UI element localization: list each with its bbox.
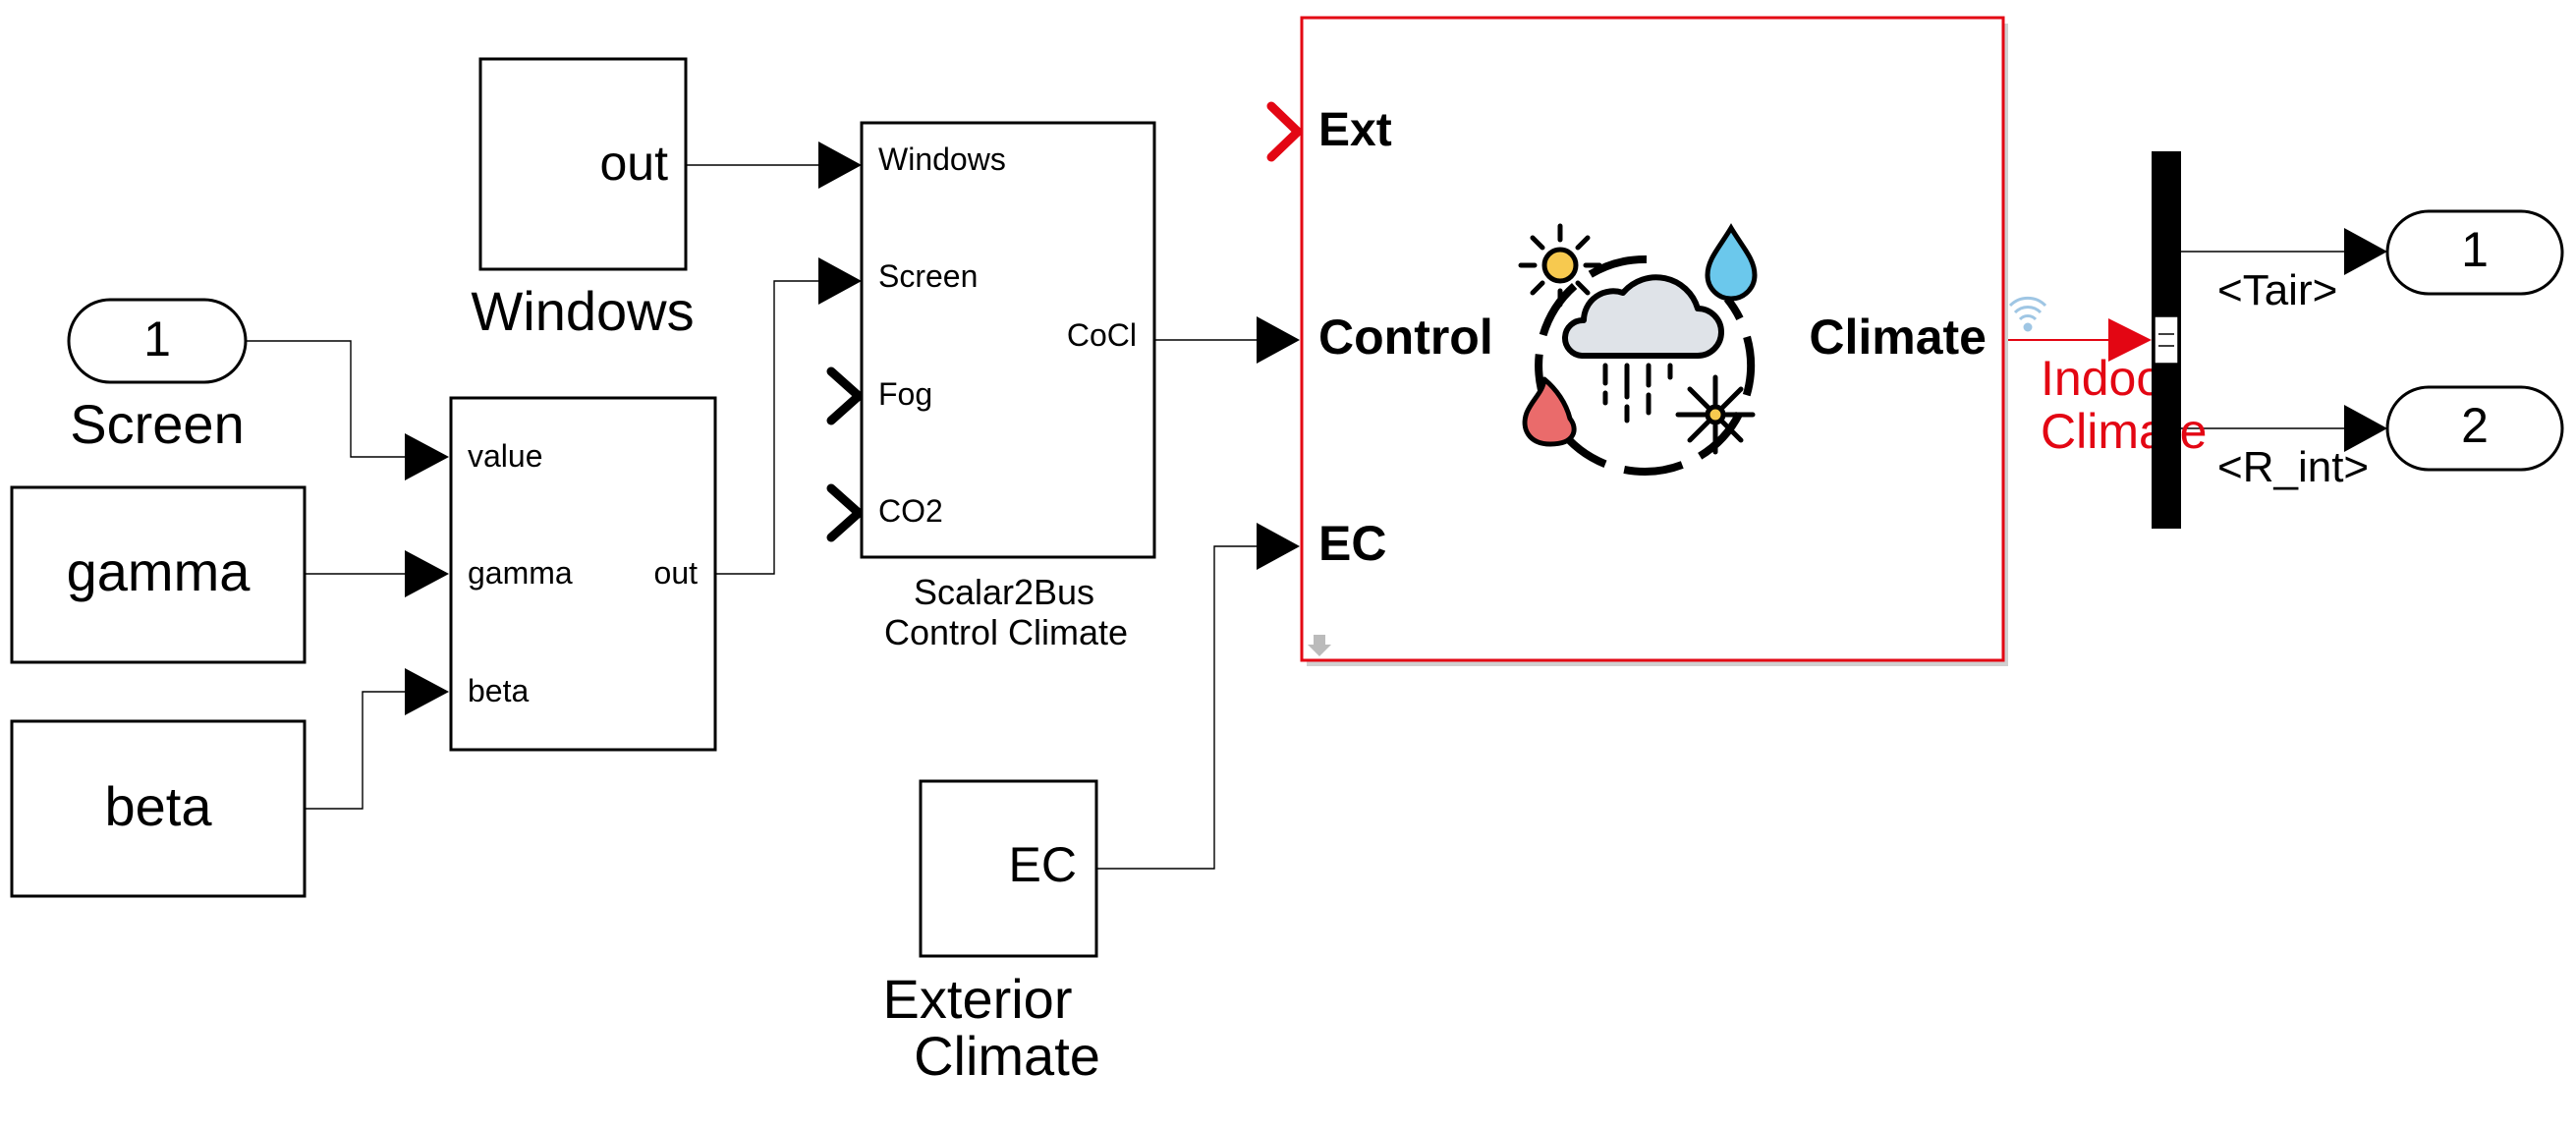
- rain-icon: [1602, 363, 1673, 423]
- scalar2bus-control-climate-block[interactable]: Windows Screen Fog CO2 CoCl Scalar2Bus C…: [860, 121, 1156, 652]
- unconnected-port-ext[interactable]: [1266, 101, 1303, 162]
- arrowhead-outport-1: [2344, 228, 2387, 275]
- port-label-ec: EC: [1318, 516, 1386, 571]
- windows-constant-block[interactable]: out Windows: [471, 57, 695, 342]
- port-arrowheads: [405, 101, 2387, 715]
- ring-arc: [1535, 254, 1756, 476]
- climate-weather-icon: [1518, 223, 1758, 476]
- outport-2-block[interactable]: 2: [2385, 385, 2564, 472]
- arrowhead-control-in: [1257, 316, 1300, 364]
- beta-constant-value: beta: [105, 775, 213, 837]
- port-label-climate: Climate: [1809, 310, 1987, 365]
- greenhouse-climate-model-block[interactable]: Ext Control EC Climate: [1300, 16, 2047, 666]
- scalar2bus-output-cocl: CoCl: [1067, 317, 1137, 353]
- exterior-climate-name-line2: Climate: [914, 1025, 1100, 1087]
- calc-input-value-label: value: [468, 438, 543, 474]
- screen-inport-number: 1: [143, 311, 171, 367]
- gamma-constant-block[interactable]: gamma: [10, 485, 307, 664]
- gamma-constant-frame: [10, 485, 307, 664]
- sun-icon: [1518, 223, 1602, 308]
- port-label-control: Control: [1318, 310, 1493, 365]
- windows-constant-frame: [478, 57, 688, 271]
- screen-inport-block[interactable]: 1 Screen: [67, 298, 248, 455]
- scalar2bus-name-line2: Control Climate: [884, 612, 1128, 652]
- beta-constant-frame: [10, 719, 307, 898]
- bus-selector-icon: [2154, 315, 2179, 365]
- scalar2bus-input-fog: Fog: [878, 376, 932, 412]
- snowflake-icon: [1675, 374, 1756, 455]
- exterior-climate-block[interactable]: EC Exterior Climate: [883, 779, 1100, 1087]
- outport-2-shape: [2385, 385, 2564, 472]
- scalar2bus-input-screen: Screen: [878, 258, 978, 294]
- arrowhead-windows-in: [818, 141, 862, 189]
- signal-label-r-int: <R_int>: [2217, 443, 2369, 491]
- arrowhead-screen-in: [818, 257, 862, 305]
- scalar2bus-input-windows: Windows: [878, 141, 1006, 177]
- outport-2-number: 2: [2461, 398, 2489, 453]
- arrowhead-gamma-in: [405, 550, 449, 597]
- windows-constant-value: out: [599, 136, 668, 191]
- link-indicator-icon: [2008, 296, 2047, 332]
- signal-label-tair: <Tair>: [2217, 266, 2337, 314]
- arrowhead-outport-2: [2344, 405, 2387, 452]
- screen-calc-subsystem[interactable]: value gamma beta out: [449, 396, 717, 752]
- flame-icon: [1522, 376, 1577, 447]
- wire-calc-out[interactable]: [715, 280, 818, 575]
- down-arrow-icon: [1308, 635, 1331, 656]
- calc-output-out-label: out: [654, 555, 699, 591]
- signal-label-indoor-line2: Climate: [2041, 404, 2207, 459]
- calc-input-beta-label: beta: [468, 673, 529, 708]
- gamma-constant-value: gamma: [67, 540, 252, 602]
- beta-constant-block[interactable]: beta: [10, 719, 307, 898]
- arrowhead-beta-in: [405, 668, 449, 715]
- outport-1-shape: [2385, 209, 2564, 296]
- exterior-climate-value: EC: [1009, 837, 1077, 892]
- scalar2bus-input-co2: CO2: [878, 493, 943, 529]
- windows-block-name: Windows: [471, 280, 694, 342]
- exterior-climate-name-line1: Exterior: [883, 968, 1073, 1030]
- scalar2bus-frame: [860, 121, 1156, 559]
- arrowhead-bus-in: [2108, 318, 2152, 362]
- exterior-climate-frame: [919, 779, 1098, 958]
- screen-calc-frame: [449, 396, 717, 752]
- wire-screen[interactable]: [246, 340, 405, 458]
- bus-selector-block[interactable]: [2152, 151, 2181, 529]
- scalar2bus-name-line1: Scalar2Bus: [914, 572, 1094, 612]
- outport-1-number: 1: [2461, 222, 2489, 277]
- outport-1-block[interactable]: 1: [2385, 209, 2564, 296]
- wire-beta[interactable]: [305, 691, 405, 810]
- signal-lines: [246, 164, 2348, 870]
- arrowhead-ec-in: [1257, 523, 1300, 570]
- cloud-icon: [1561, 274, 1724, 359]
- screen-inport-shape: [67, 298, 248, 384]
- wire-ec[interactable]: [1096, 545, 1257, 870]
- arrowhead-value-in: [405, 433, 449, 480]
- screen-inport-name: Screen: [70, 393, 244, 455]
- calc-input-gamma-label: gamma: [468, 555, 573, 591]
- unconnected-port-co2[interactable]: [826, 483, 864, 542]
- unconnected-port-fog[interactable]: [826, 367, 864, 425]
- port-label-ext: Ext: [1318, 104, 1392, 156]
- water-drop-icon: [1705, 223, 1758, 302]
